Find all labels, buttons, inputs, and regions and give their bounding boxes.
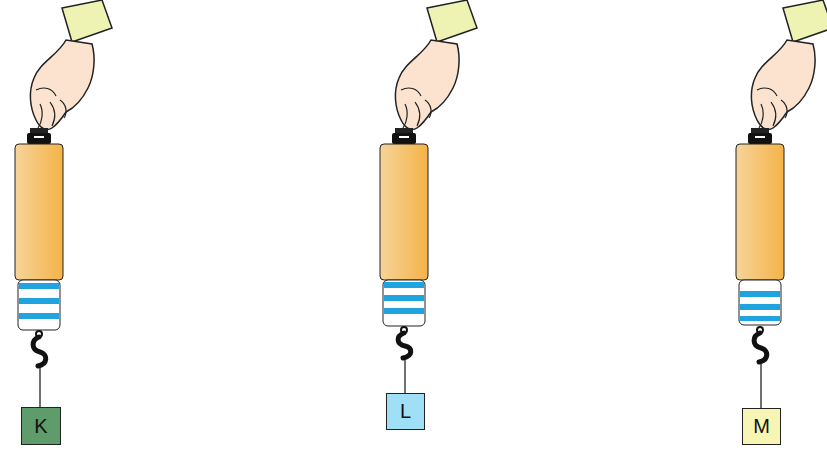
- spring-scale: [736, 0, 827, 408]
- weight-label: L: [400, 400, 411, 423]
- weight-box: K: [21, 407, 61, 445]
- weight-box: M: [742, 408, 781, 445]
- weight-box: L: [386, 393, 425, 430]
- weight-label: K: [34, 415, 47, 438]
- spring-scale: [15, 0, 112, 407]
- weight-label: M: [753, 415, 770, 438]
- spring-scale: [380, 0, 477, 393]
